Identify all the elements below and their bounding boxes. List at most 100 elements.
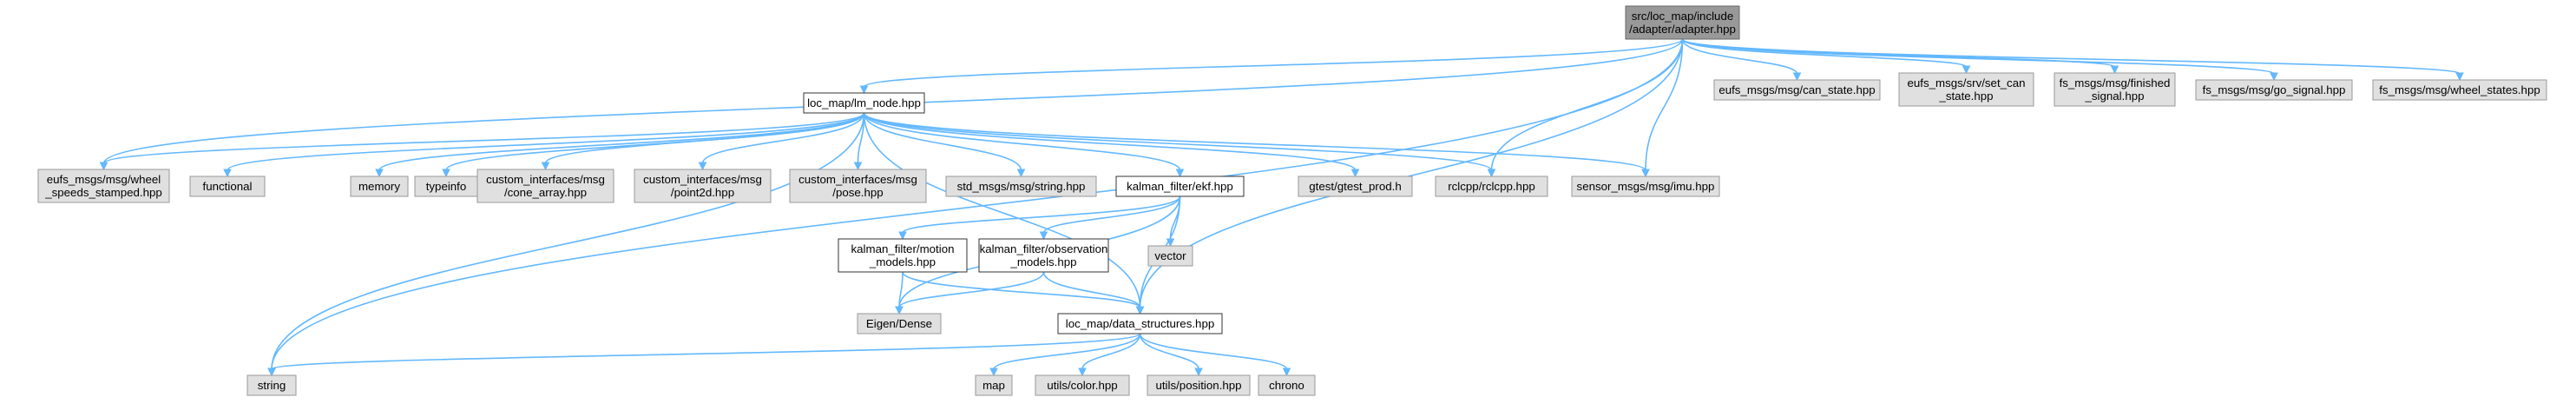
node-label-point2d-line-2: /point2d.hpp (671, 186, 734, 199)
edge-lm_node-to-cone_array (544, 112, 865, 164)
node-label-adapter-line-1: src/loc_map/include (1632, 10, 1734, 23)
node-label-observation_models-line-2: _models.hpp (1009, 255, 1076, 268)
arrowhead-adapter-to-can_state (1792, 72, 1802, 82)
edge-lm_node-to-data_structures (863, 112, 1141, 308)
node-label-map-line-1: map (982, 379, 1005, 392)
node-label-go_signal-line-1: fs_msgs/msg/go_signal.hpp (2203, 83, 2346, 96)
node-label-point2d-line-1: custom_interfaces/msg (643, 173, 762, 186)
node-lm_node[interactable]: loc_map/lm_node.hpp (803, 92, 925, 114)
node-imu: sensor_msgs/msg/imu.hpp (1571, 176, 1720, 197)
arrowhead-data_structures-to-color (1078, 368, 1087, 377)
edge-ekf-to-observation_models (1042, 195, 1181, 234)
edge-lm_node-to-memory (378, 112, 865, 171)
node-label-eigen-line-1: Eigen/Dense (866, 317, 932, 330)
arrowhead-ekf-to-motion_models (898, 231, 907, 241)
node-label-typeinfo-line-1: typeinfo (426, 180, 467, 193)
node-go_signal: fs_msgs/msg/go_signal.hpp (2195, 79, 2353, 101)
edge-lm_node-to-functional (227, 112, 865, 171)
node-box-chrono (1258, 374, 1316, 396)
node-box-vector (1147, 245, 1193, 267)
edge-lm_node-to-gtest (863, 112, 1357, 171)
node-wheel_states: fs_msgs/msg/wheel_states.hpp (2372, 79, 2547, 101)
node-label-finished_signal-line-2: _signal.hpp (2084, 89, 2144, 103)
edge-lm_node-to-string (271, 112, 865, 370)
edge-motion_models-to-data_structures (902, 271, 1141, 308)
node-color: utils/color.hpp (1035, 374, 1130, 396)
arrowhead-adapter-to-set_can_state (1962, 65, 1971, 75)
node-box-data_structures (1057, 313, 1223, 334)
arrowhead-lm_node-to-typeinfo (442, 169, 450, 178)
node-data_structures[interactable]: loc_map/data_structures.hpp (1057, 313, 1223, 334)
node-string: string (246, 374, 297, 396)
edge-observation_models-to-eigen (898, 271, 1045, 308)
edge-ekf-to-motion_models (902, 195, 1181, 234)
node-label-lm_node-line-1: loc_map/lm_node.hpp (807, 96, 921, 109)
arrowhead-lm_node-to-ekf (1175, 169, 1185, 178)
dependency-edges (99, 38, 2464, 377)
header-nodes: src/loc_map/include/adapter/adapter.hppl… (37, 5, 2547, 396)
node-box-map (975, 374, 1013, 396)
node-box-finished_signal (2054, 72, 2176, 107)
arrowhead-data_structures-to-string (267, 368, 276, 377)
arrowhead-data_structures-to-chrono (1282, 368, 1291, 377)
node-functional: functional (189, 176, 266, 197)
node-box-ekf (1115, 176, 1245, 197)
edge-data_structures-to-map (993, 333, 1141, 370)
node-memory: memory (350, 176, 409, 197)
arrowhead-lm_node-to-pose (853, 162, 863, 171)
node-box-pose (789, 169, 927, 203)
edge-lm_node-to-wheel_speeds (102, 112, 865, 164)
arrowhead-ekf-to-observation_models (1039, 231, 1048, 241)
node-label-finished_signal-line-1: fs_msgs/msg/finished (2060, 76, 2171, 89)
node-label-can_state-line-1: eufs_msgs/msg/can_state.hpp (1718, 83, 1875, 96)
edge-observation_models-to-data_structures (1042, 271, 1141, 308)
node-label-wheel_speeds-line-2: _speeds_stamped.hpp (44, 186, 162, 199)
edge-lm_node-to-imu (863, 112, 1646, 171)
arrowhead-adapter-to-wheel_states (2455, 72, 2464, 82)
node-label-cone_array-line-2: /cone_array.hpp (504, 186, 587, 199)
edge-lm_node-to-std_string (863, 112, 1022, 171)
edge-adapter-to-rclcpp (1490, 38, 1684, 171)
node-can_state: eufs_msgs/msg/can_state.hpp (1713, 79, 1881, 101)
node-label-position-line-1: utils/position.hpp (1155, 379, 1241, 392)
node-box-adapter (1625, 5, 1740, 40)
arrowhead-lm_node-to-memory (375, 169, 384, 178)
node-motion_models[interactable]: kalman_filter/motion_models.hpp (838, 238, 968, 273)
edge-data_structures-to-color (1081, 333, 1141, 370)
arrowhead-observation_models-to-data_structures (1135, 306, 1145, 315)
edge-data_structures-to-position (1139, 333, 1199, 370)
node-label-color-line-1: utils/color.hpp (1047, 379, 1117, 392)
node-label-vector-line-1: vector (1154, 249, 1186, 262)
node-label-gtest-line-1: gtest/gtest_prod.h (1309, 180, 1401, 193)
node-box-functional (189, 176, 266, 197)
node-chrono: chrono (1258, 374, 1316, 396)
edge-lm_node-to-point2d (701, 112, 865, 164)
node-ekf[interactable]: kalman_filter/ekf.hpp (1115, 176, 1245, 197)
node-box-string (246, 374, 297, 396)
arrowhead-adapter-to-finished_signal (2110, 65, 2119, 75)
edge-motion_models-to-eigen (898, 271, 904, 308)
arrowhead-adapter-to-go_signal (2270, 72, 2278, 82)
node-box-lm_node (803, 92, 925, 114)
edge-adapter-to-can_state (1681, 38, 1798, 75)
arrowhead-lm_node-to-point2d (698, 162, 707, 171)
node-box-gtest (1298, 176, 1413, 197)
node-vector: vector (1147, 245, 1193, 267)
edge-data_structures-to-string (271, 333, 1141, 370)
node-observation_models[interactable]: kalman_filter/observation_models.hpp (978, 238, 1109, 273)
node-label-chrono-line-1: chrono (1269, 379, 1304, 392)
arrowhead-lm_node-to-imu (1641, 169, 1650, 178)
node-label-functional-line-1: functional (203, 180, 253, 193)
node-label-rclcpp-line-1: rclcpp/rclcpp.hpp (1448, 180, 1535, 193)
edge-adapter-to-finished_signal (1681, 38, 2116, 68)
arrowhead-data_structures-to-map (989, 368, 998, 377)
node-box-can_state (1713, 79, 1881, 101)
node-adapter[interactable]: src/loc_map/include/adapter/adapter.hpp (1625, 5, 1740, 40)
node-box-wheel_states (2372, 79, 2547, 101)
node-wheel_speeds: eufs_msgs/msg/wheel_speeds_stamped.hpp (37, 169, 170, 203)
node-box-go_signal (2195, 79, 2353, 101)
node-box-point2d (634, 169, 772, 203)
node-label-imu-line-1: sensor_msgs/msg/imu.hpp (1577, 180, 1715, 193)
node-label-set_can_state-line-1: eufs_msgs/srv/set_can (1908, 76, 2026, 89)
node-position: utils/position.hpp (1147, 374, 1251, 396)
